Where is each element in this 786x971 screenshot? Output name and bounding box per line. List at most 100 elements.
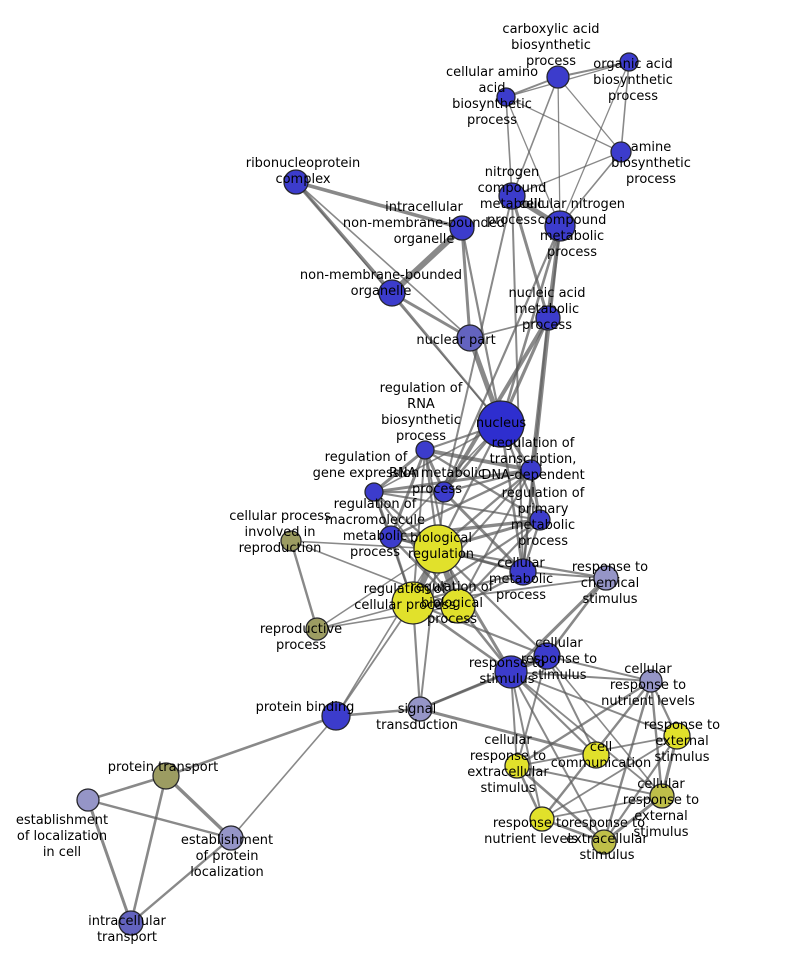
- graph-edge-cell-communication--resp-stimulus[interactable]: [509, 670, 598, 757]
- graph-node-cell-resp-stimulus[interactable]: [533, 642, 561, 670]
- graph-node-resp-extracellular[interactable]: [591, 829, 617, 855]
- graph-edge-cell-resp-nutrient--resp-extracellular[interactable]: [602, 679, 653, 844]
- graph-edge-reg-rna--reg-gene[interactable]: [372, 448, 427, 494]
- graph-edge-signal-transduction--biological-reg[interactable]: [419, 548, 439, 710]
- graph-node-cell-resp-external[interactable]: [649, 783, 675, 809]
- graph-edge-reproductive--reg-biological[interactable]: [316, 605, 459, 630]
- graph-node-reg-transcription[interactable]: [520, 459, 542, 481]
- graph-node-nmb-organelle[interactable]: [378, 279, 406, 307]
- graph-edge-organic--amine[interactable]: [620, 61, 630, 153]
- graph-edge-organic--cellular-nitrogen[interactable]: [559, 61, 630, 227]
- graph-edge-reg-macromolecule--reg-primary[interactable]: [389, 518, 542, 539]
- graph-edge-protein-transport--est-protein-localization[interactable]: [164, 774, 233, 840]
- graph-node-reg-primary[interactable]: [529, 509, 551, 531]
- graph-edge-signal-transduction--cell-communication[interactable]: [418, 707, 598, 757]
- graph-edge-resp-external--resp-nutrient-levels[interactable]: [541, 735, 678, 820]
- graph-edge-cell-resp-stimulus--resp-chemical[interactable]: [545, 576, 608, 658]
- graph-edge-cell-resp-external--cell-resp-extracellular[interactable]: [516, 765, 663, 797]
- graph-edge-protein-transport--intracellular-transport[interactable]: [129, 774, 168, 925]
- graph-edge-repro-involved--reproductive[interactable]: [289, 539, 319, 631]
- graph-edge-amine--cellular-nitrogen[interactable]: [559, 151, 622, 227]
- graph-node-intracellular-organelle[interactable]: [449, 215, 475, 241]
- graph-node-biological-reg[interactable]: [413, 524, 463, 574]
- graph-edge-reg-primary--reg-biological[interactable]: [456, 518, 542, 608]
- graph-node-signal-transduction[interactable]: [407, 696, 433, 722]
- graph-node-cell-resp-nutrient[interactable]: [639, 669, 663, 693]
- graph-edge-reg-rna--reg-transcription[interactable]: [423, 448, 533, 472]
- graph-edge-nucleus--cellular-metabolic[interactable]: [499, 422, 525, 574]
- graph-edge-intracellular-organelle--nuclear-part[interactable]: [460, 226, 472, 340]
- graph-edge-intracellular-organelle--nucleus[interactable]: [460, 226, 503, 426]
- graph-node-intracellular-transport[interactable]: [118, 910, 144, 936]
- graph-node-resp-nutrient-levels[interactable]: [529, 806, 555, 832]
- graph-edge-amine--nitrogen[interactable]: [511, 151, 622, 197]
- graph-edge-protein-binding--biological-reg[interactable]: [335, 548, 439, 717]
- graph-edge-cell-resp-nutrient--cell-resp-external[interactable]: [649, 679, 664, 798]
- graph-edge-ribonucleoprotein--nuclear-part[interactable]: [295, 181, 471, 339]
- graph-node-nitrogen[interactable]: [498, 182, 526, 210]
- graph-edge-est-protein-localization--protein-binding[interactable]: [230, 715, 337, 839]
- graph-edge-protein-binding--reg-cellular[interactable]: [335, 602, 414, 717]
- graph-node-organic[interactable]: [619, 52, 639, 72]
- graph-node-reg-macromolecule[interactable]: [379, 525, 403, 549]
- graph-node-cellular-amino[interactable]: [496, 87, 516, 107]
- graph-node-cellular-nitrogen[interactable]: [544, 210, 576, 242]
- graph-edge-cell-communication--cell-resp-stimulus[interactable]: [546, 655, 597, 756]
- graph-node-nucleic-acid[interactable]: [535, 305, 561, 331]
- graph-edge-reg-transcription--reg-biological[interactable]: [457, 469, 532, 607]
- graph-node-resp-stimulus[interactable]: [494, 655, 528, 689]
- graph-edge-cell-resp-external--resp-nutrient-levels[interactable]: [541, 795, 663, 820]
- graph-node-amine[interactable]: [610, 141, 632, 163]
- graph-edge-cellular-amino--cellular-nitrogen[interactable]: [505, 96, 561, 227]
- graph-edge-cell-resp-stimulus--cell-resp-nutrient[interactable]: [546, 655, 652, 682]
- graph-edge-resp-stimulus--cell-resp-nutrient[interactable]: [510, 671, 652, 682]
- graph-edge-carboxylic--nitrogen[interactable]: [511, 76, 559, 197]
- graph-node-protein-binding[interactable]: [321, 701, 351, 731]
- graph-edge-resp-stimulus--resp-nutrient-levels[interactable]: [510, 671, 543, 820]
- graph-edge-cell-resp-stimulus--cell-resp-extracellular[interactable]: [516, 655, 548, 767]
- graph-edge-resp-stimulus--resp-extracellular[interactable]: [510, 671, 605, 843]
- graph-node-cell-communication[interactable]: [582, 741, 610, 769]
- graph-node-resp-external[interactable]: [663, 722, 691, 750]
- graph-node-reg-gene[interactable]: [364, 482, 384, 502]
- graph-node-carboxylic[interactable]: [546, 65, 570, 89]
- graph-edge-cell-resp-nutrient--cell-resp-extracellular[interactable]: [515, 679, 653, 768]
- graph-edge-cell-resp-stimulus--biological-reg[interactable]: [436, 547, 549, 658]
- graph-edge-reg-rna--reg-primary[interactable]: [423, 448, 542, 522]
- graph-edge-intracellular-organelle--nmb-organelle[interactable]: [389, 225, 465, 296]
- graph-edge-est-protein-localization--intracellular-transport[interactable]: [129, 836, 233, 925]
- graph-edge-cellular-nitrogen--nucleus[interactable]: [499, 224, 562, 426]
- graph-node-resp-chemical[interactable]: [593, 565, 619, 591]
- graph-node-ribonucleoprotein[interactable]: [283, 169, 309, 195]
- graph-edge-protein-binding--protein-transport[interactable]: [164, 714, 338, 778]
- graph-edge-carboxylic--cellular-nitrogen[interactable]: [557, 76, 561, 227]
- graph-edge-ribonucleoprotein--intracellular-organelle[interactable]: [294, 180, 464, 230]
- graph-edge-reg-transcription--reg-macromolecule[interactable]: [389, 468, 533, 539]
- graph-edge-nmb-organelle--nuclear-part[interactable]: [390, 291, 472, 340]
- graph-edge-cellular-amino--nitrogen[interactable]: [505, 96, 513, 197]
- graph-node-est-protein-localization[interactable]: [218, 825, 244, 851]
- graph-edge-nmb-organelle--nucleus[interactable]: [390, 291, 503, 426]
- graph-edge-est-localization--est-protein-localization[interactable]: [86, 798, 233, 840]
- graph-edge-reg-rna--reg-cellular[interactable]: [412, 449, 426, 604]
- graph-edge-resp-chemical--cellular-metabolic[interactable]: [522, 571, 607, 579]
- graph-edge-nitrogen--nucleic-acid[interactable]: [510, 194, 550, 320]
- graph-edge-resp-stimulus--resp-chemical[interactable]: [509, 576, 608, 674]
- graph-node-reg-biological[interactable]: [440, 588, 476, 624]
- graph-node-est-localization[interactable]: [76, 788, 100, 812]
- graph-edge-carboxylic--organic[interactable]: [557, 61, 630, 78]
- graph-node-nucleus[interactable]: [477, 400, 525, 448]
- graph-node-reg-cellular[interactable]: [391, 581, 435, 625]
- graph-edge-resp-extracellular--cell-resp-extracellular[interactable]: [515, 764, 606, 844]
- graph-edge-resp-external--resp-extracellular[interactable]: [602, 734, 679, 844]
- graph-edge-rna-metabolic--reg-transcription[interactable]: [442, 468, 533, 494]
- graph-edge-carboxylic--amine[interactable]: [557, 76, 622, 153]
- graph-edge-cellular-amino--amine[interactable]: [505, 96, 622, 153]
- graph-edge-cell-resp-stimulus--reg-cellular[interactable]: [411, 601, 549, 658]
- graph-edge-cell-resp-stimulus--cell-resp-external[interactable]: [546, 655, 663, 797]
- graph-node-cell-resp-extracellular[interactable]: [504, 753, 530, 779]
- graph-node-nuclear-part[interactable]: [456, 324, 484, 352]
- graph-node-rna-metabolic[interactable]: [433, 481, 455, 503]
- graph-node-protein-transport[interactable]: [152, 762, 180, 790]
